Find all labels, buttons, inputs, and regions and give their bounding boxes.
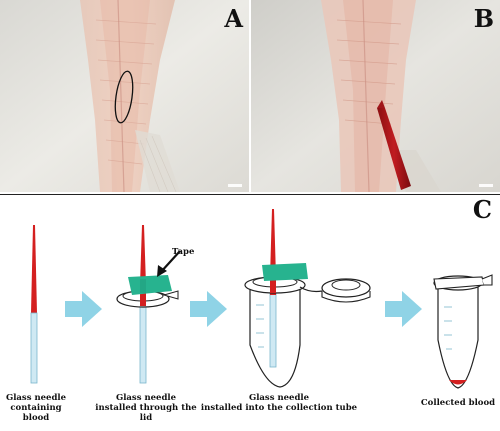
- panel-a-photo: A: [0, 0, 249, 192]
- tape-label: Tape: [172, 247, 195, 257]
- needle-through-lid-icon: [116, 225, 179, 384]
- tape-pointer-arrow: [157, 265, 167, 277]
- panel-a-letter: A: [224, 4, 243, 33]
- inserted-needle: [377, 108, 411, 190]
- collection-schematic: [30, 209, 493, 389]
- arrow-right-icon: [190, 291, 227, 327]
- blood-sample-icon: [449, 380, 467, 385]
- needle-with-blood-icon: [30, 225, 38, 384]
- fish-tail-photo-a: [0, 0, 249, 192]
- arrow-right-icon: [385, 291, 422, 327]
- collection-tube-icon: [433, 274, 493, 389]
- arrow-right-icon: [65, 291, 102, 327]
- needle-in-tube-icon: [244, 209, 371, 388]
- fish-tail-photo-b: [251, 0, 500, 192]
- tape-icon: [262, 263, 308, 281]
- panel-b-letter: B: [473, 4, 494, 33]
- panel-b-photo: B: [251, 0, 500, 192]
- injection-site-ellipse: [114, 70, 134, 124]
- caption-step4: Collected blood: [420, 398, 496, 408]
- tape-icon: [128, 275, 172, 295]
- panel-c-schematic: C: [0, 194, 500, 431]
- panel-c-letter: C: [472, 195, 492, 224]
